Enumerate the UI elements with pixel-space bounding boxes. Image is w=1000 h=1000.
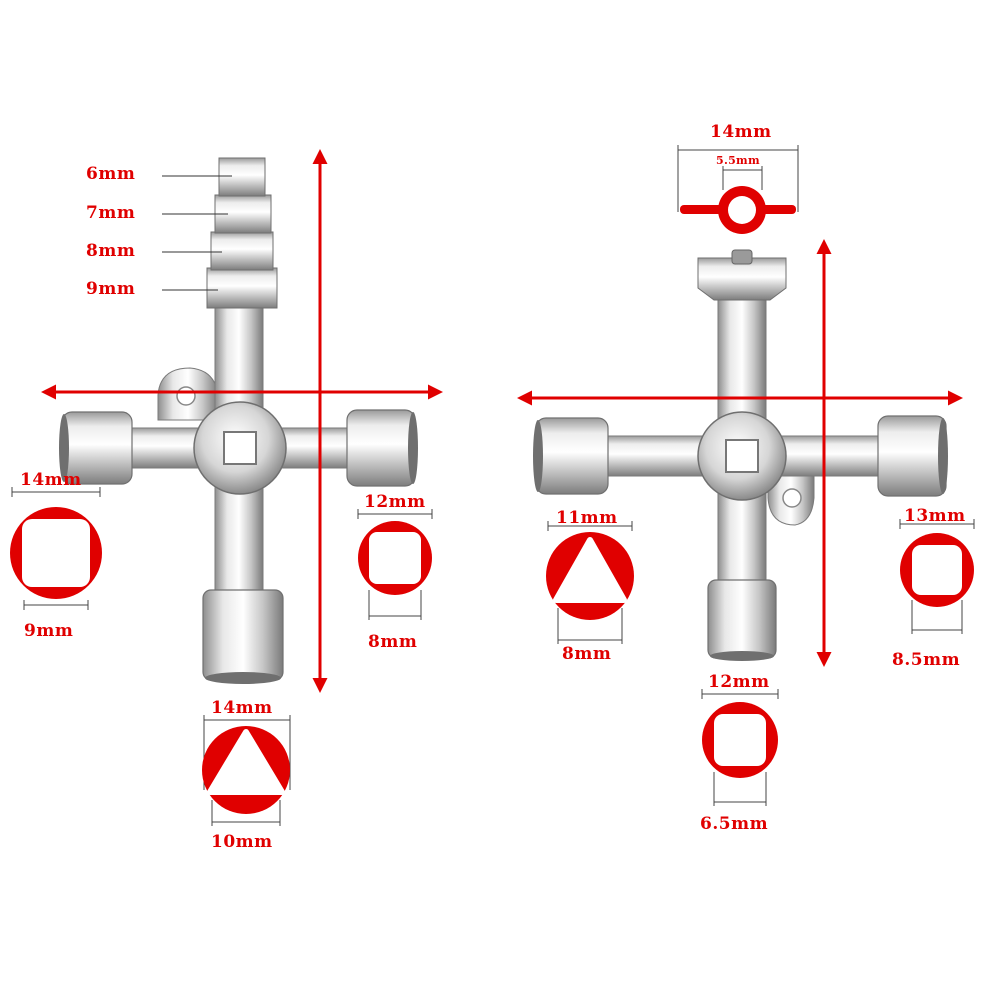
diagram-left-socket xyxy=(10,487,102,610)
diagram-top-fitting xyxy=(677,145,799,234)
diagram-right-key-right-socket xyxy=(899,519,975,634)
right-socket-inner-label: 8mm xyxy=(368,632,418,652)
right-key-bottom-socket-inner-label: 6.5mm xyxy=(700,814,769,834)
step-leader-lines xyxy=(162,175,232,291)
step-label-7mm: 7mm xyxy=(86,203,136,223)
step-label-9mm: 9mm xyxy=(86,279,136,299)
diagram-bottom-socket xyxy=(202,715,291,826)
left-key xyxy=(59,157,418,684)
diagram-right-socket xyxy=(357,509,433,620)
right-key-left-socket-outer-label: 11mm xyxy=(556,508,618,528)
top-fitting-inner-label: 5.5mm xyxy=(716,154,760,167)
right-key-left-socket-inner-label: 8mm xyxy=(562,644,612,664)
stepped-tip xyxy=(206,157,278,309)
left-socket-outer-label: 14mm xyxy=(20,470,82,490)
diagram-right-key-bottom-socket xyxy=(701,689,779,806)
right-socket-outer-label: 12mm xyxy=(364,492,426,512)
right-key xyxy=(533,249,948,661)
bottom-socket-outer-label: 14mm xyxy=(211,698,273,718)
left-socket-inner-label: 9mm xyxy=(24,621,74,641)
diagram-right-key-left-socket xyxy=(546,521,634,644)
step-label-6mm: 6mm xyxy=(86,164,136,184)
step-label-8mm: 8mm xyxy=(86,241,136,261)
right-key-right-socket-outer-label: 13mm xyxy=(904,506,966,526)
right-key-bottom-socket-outer-label: 12mm xyxy=(708,672,770,692)
top-fitting-outer-label: 14mm xyxy=(710,122,772,142)
right-key-right-socket-inner-label: 8.5mm xyxy=(892,650,961,670)
bottom-socket-inner-label: 10mm xyxy=(211,832,273,852)
